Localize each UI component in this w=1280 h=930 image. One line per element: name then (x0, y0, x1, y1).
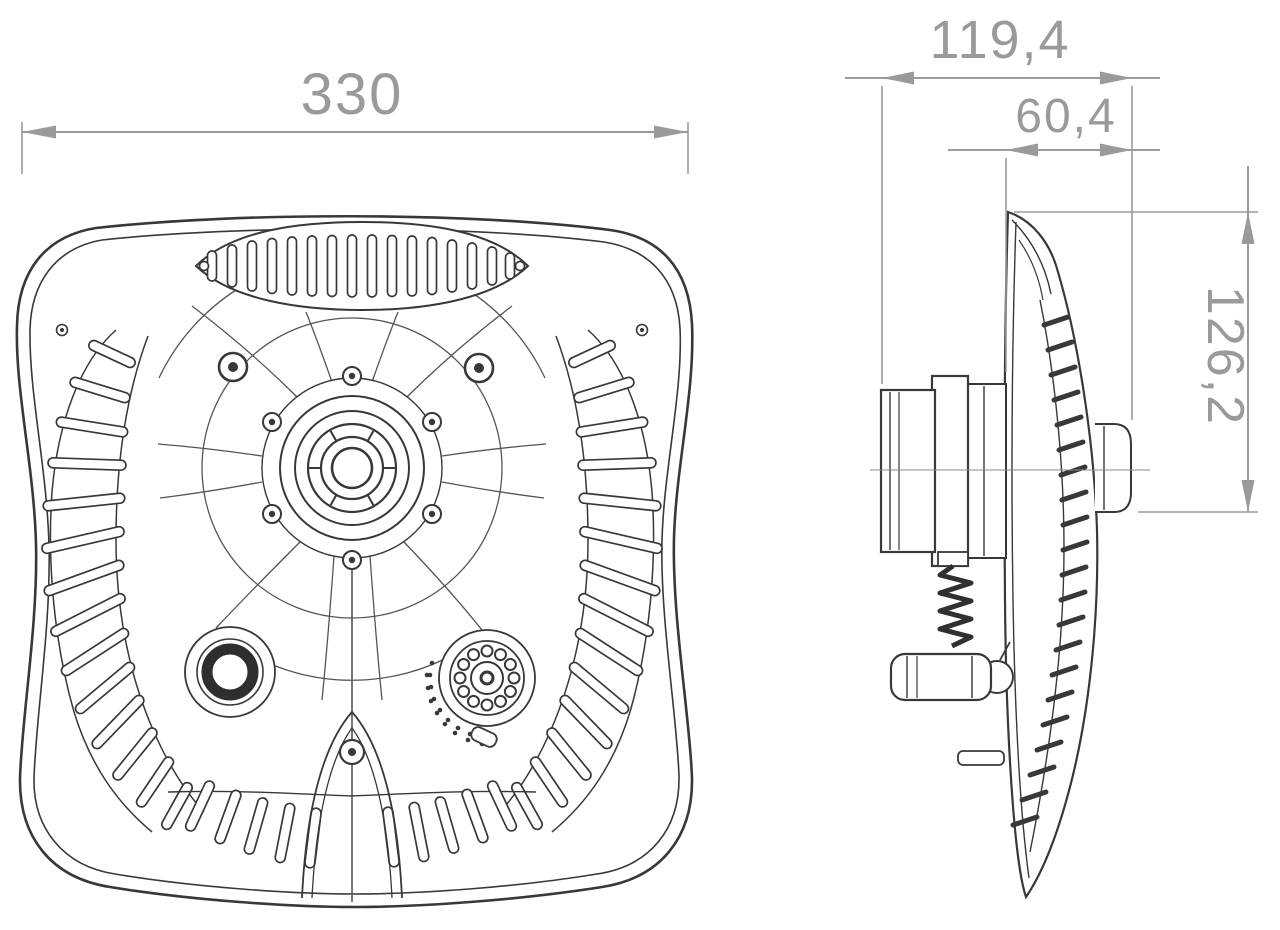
bottom-rib-slats (184, 780, 518, 869)
structural-web (157, 283, 547, 902)
lower-left-bushing (184, 626, 276, 718)
side-top-detail (1011, 219, 1052, 295)
side-bump (1095, 423, 1132, 513)
bottom-center-arch (301, 710, 403, 899)
corner-screw-right (635, 323, 649, 337)
front-view (15, 214, 694, 909)
release-lever (889, 641, 1014, 702)
offset-dimension (948, 143, 1160, 372)
adjustment-gear (424, 629, 536, 748)
side-profile (1003, 210, 1099, 900)
dimension-labels: 330 119,4 60,4 126,2 (301, 10, 1254, 426)
side-view (870, 210, 1150, 900)
height-dimension (1014, 166, 1258, 513)
front-width-dimension (21, 122, 689, 174)
gear-teeth (453, 644, 521, 712)
bottom-boss (338, 738, 366, 766)
hub-spokes (308, 429, 396, 507)
clamp-cylinder (879, 374, 1007, 568)
depth-label: 119,4 (929, 10, 1070, 70)
top-vent-outline (194, 220, 530, 312)
top-vent-slots (198, 234, 526, 298)
side-rib-hatches (1010, 314, 1090, 828)
mount-boss-left (217, 351, 249, 383)
right-rib-panel (499, 329, 663, 833)
corner-screw-left (55, 323, 69, 337)
left-rib-panel (41, 329, 205, 833)
left-rib-slats (41, 339, 194, 831)
right-rib-slats (510, 339, 663, 831)
front-width-label: 330 (301, 62, 404, 127)
offset-label: 60,4 (1015, 90, 1116, 143)
hub-bolt-holes (262, 366, 442, 570)
spring (937, 551, 974, 649)
side-top-detail2 (1018, 239, 1044, 301)
height-label: 126,2 (1196, 286, 1254, 426)
top-vent (194, 220, 530, 312)
mount-boss-right (463, 352, 495, 384)
lower-pin (957, 750, 1005, 766)
depth-dimension (845, 71, 1160, 420)
bottom-rib-panel (167, 710, 537, 899)
gear-tab (470, 726, 498, 748)
center-hub (261, 366, 443, 570)
dimensions: 330 119,4 60,4 126,2 (21, 10, 1258, 513)
